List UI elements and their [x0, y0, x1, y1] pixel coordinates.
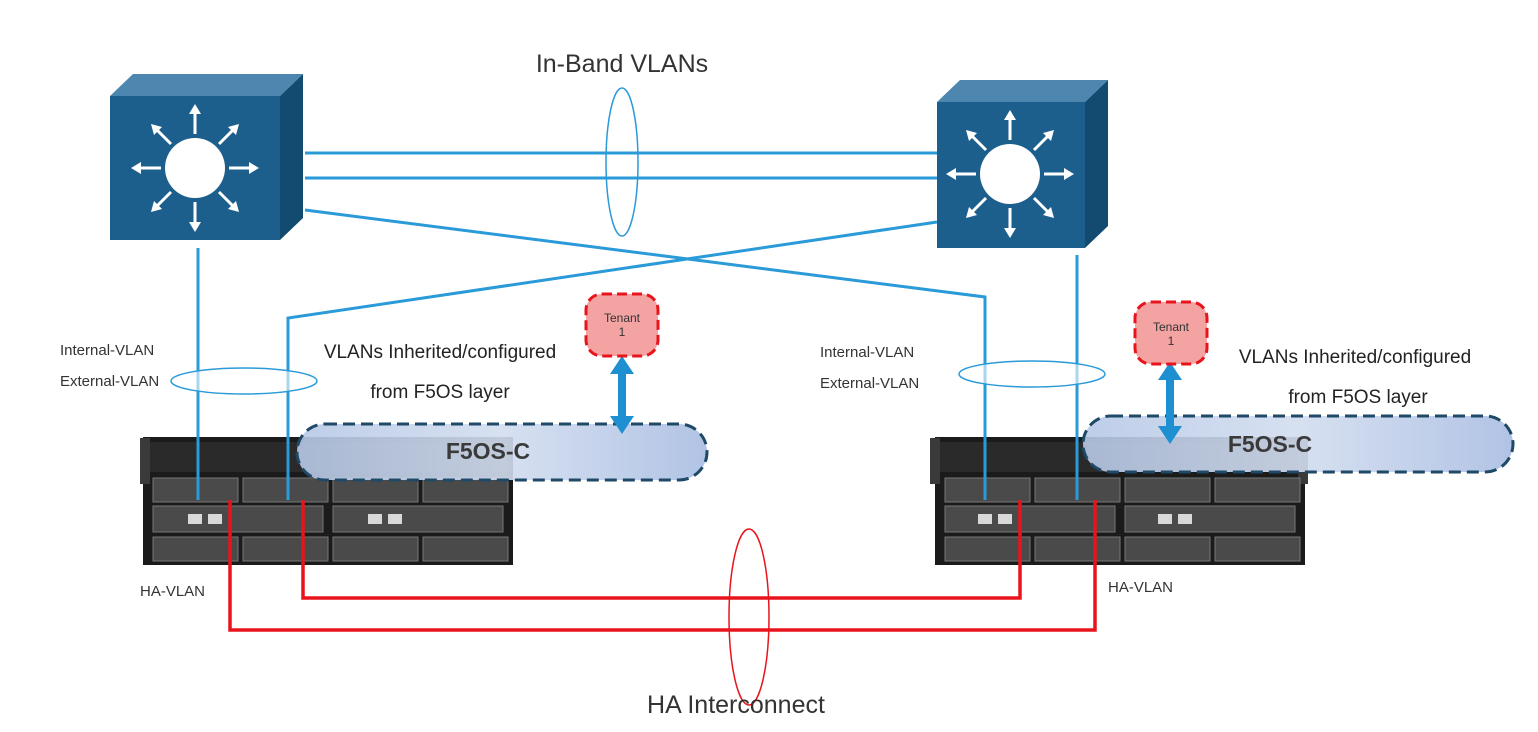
ha-link-2: [228, 500, 1097, 632]
right-vlan-bundle-ellipse: [958, 360, 1106, 388]
ha-link-1: [301, 500, 1022, 600]
right-tenant-number: 1: [1168, 334, 1175, 348]
switch-left-icon: [110, 74, 303, 240]
right-tenant-label: Tenant: [1153, 320, 1190, 334]
crosslink-left-to-right: [304, 208, 987, 500]
left-external-vlan-label: External-VLAN: [60, 373, 159, 390]
left-vlans-inherited-line1: VLANs Inherited/configured: [324, 342, 556, 363]
ha-links: [228, 500, 1097, 632]
left-f5os-c-label: F5OS-C: [446, 438, 530, 464]
tenant-arrow-right: [1158, 362, 1182, 444]
inband-bundle-ellipse: [605, 87, 639, 237]
tenant-left-box: [584, 292, 660, 358]
inband-vlans-title: In-Band VLANs: [536, 50, 708, 78]
right-external-vlan-label: External-VLAN: [820, 375, 919, 392]
right-vlans-inherited-line1: VLANs Inherited/configured: [1239, 347, 1471, 368]
right-internal-vlan-label: Internal-VLAN: [820, 344, 914, 361]
left-tenant-number: 1: [619, 325, 626, 339]
left-tenant-label: Tenant: [604, 311, 641, 325]
ha-bundle-ellipse: [728, 528, 770, 706]
crosslink-right-to-left: [286, 220, 938, 500]
right-ha-vlan-label: HA-VLAN: [1108, 579, 1173, 596]
tenant-right-box: [1133, 300, 1209, 366]
left-ha-vlan-label: HA-VLAN: [140, 583, 205, 600]
f5os-c-layer-right: [1081, 414, 1515, 474]
right-f5os-c-label: F5OS-C: [1228, 431, 1312, 457]
tenant-arrow-left: [610, 356, 634, 434]
switch-right-icon: [937, 80, 1108, 248]
ha-interconnect-title: HA Interconnect: [647, 691, 825, 719]
f5os-c-layer-left: [295, 422, 709, 482]
left-vlans-inherited-line2: from F5OS layer: [370, 382, 510, 403]
left-internal-vlan-label: Internal-VLAN: [60, 342, 154, 359]
inband-links: [196, 151, 1079, 500]
left-vlan-bundle-ellipse: [170, 367, 318, 395]
right-vlans-inherited-line2: from F5OS layer: [1288, 387, 1428, 408]
